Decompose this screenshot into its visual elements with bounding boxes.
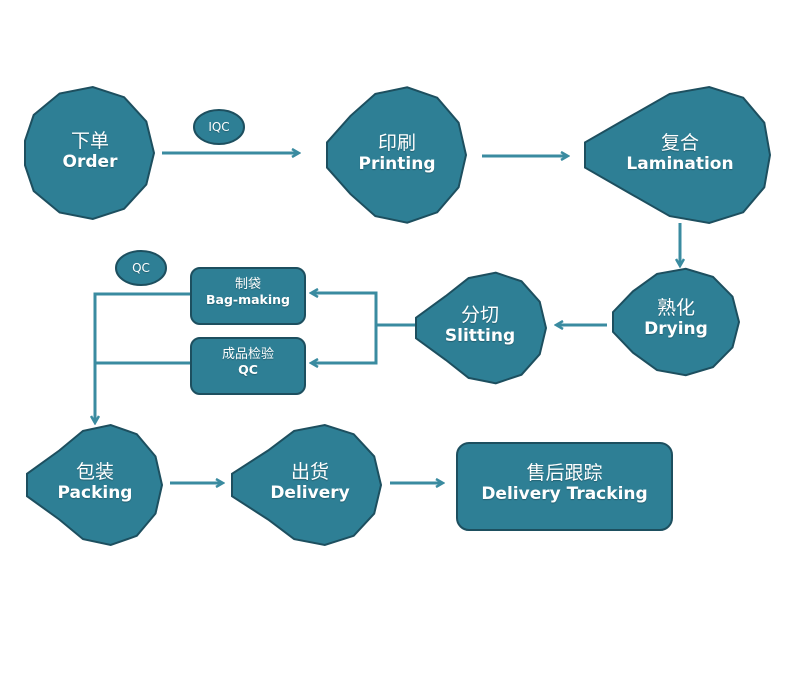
qc-tag-shape — [115, 250, 167, 286]
connector-slitting-to-inspection — [312, 325, 378, 363]
connector-slitting-branch — [312, 293, 416, 327]
drying-node — [612, 267, 741, 377]
packing-node — [26, 423, 164, 547]
connector-bagmaking-to-packing — [95, 292, 190, 422]
inspection-node — [190, 337, 306, 395]
lamination-node — [584, 85, 772, 225]
slitting-node — [415, 271, 548, 385]
order-node — [24, 85, 156, 221]
delivery-node — [231, 423, 383, 547]
bagmaking-node — [190, 267, 306, 325]
tracking-node — [456, 442, 673, 531]
iqc-tag-shape — [193, 109, 245, 145]
printing-node — [326, 86, 468, 224]
